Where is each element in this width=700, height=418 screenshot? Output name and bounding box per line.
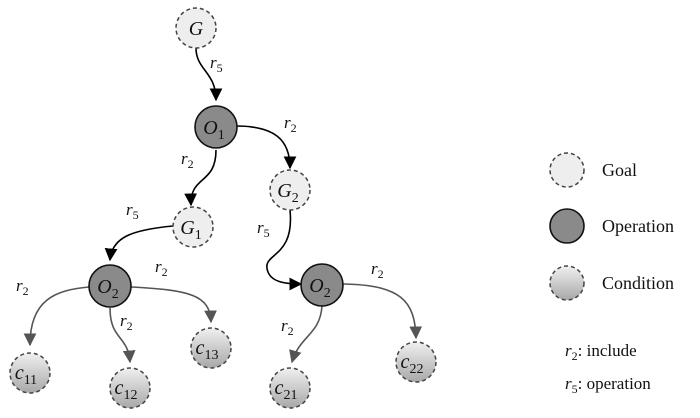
svg-text:G1: G1 (180, 217, 201, 243)
edge-label-o1-g2: r2 (284, 113, 297, 135)
node-c22: c22 (395, 341, 437, 383)
edge-label-g2-o2b: r5 (257, 218, 270, 240)
edge-label-o2a-c13: r2 (155, 257, 168, 279)
edge-label-o1-g1: r2 (181, 149, 194, 171)
legend: Goal Operation Condition r2: include r5:… (549, 152, 674, 396)
edge-label-o2b-c22: r2 (371, 259, 384, 281)
edge-o1-g2 (235, 125, 297, 170)
node-o2-right: O2 (300, 263, 344, 307)
edge-label-o2a-c11: r2 (16, 276, 29, 298)
nodes: G G1 G2 O1 O2 O2 c11 c12 (9, 7, 437, 409)
legend-operation-label: Operation (602, 216, 674, 236)
edge-g1-o2a (104, 225, 174, 262)
legend-condition: Condition (549, 265, 674, 301)
svg-text:O2: O2 (309, 275, 330, 301)
svg-text:O2: O2 (97, 276, 118, 302)
legend-r2-note: r2: include (565, 341, 637, 363)
svg-text:c12: c12 (115, 377, 138, 403)
edge-o2a-c11 (23, 286, 90, 347)
edge-o2a-c13 (130, 286, 217, 324)
node-o1: O1 (194, 105, 238, 149)
node-g1: G1 (172, 206, 214, 248)
legend-condition-swatch (549, 265, 585, 301)
edge-g2-o2b (266, 209, 303, 291)
svg-text:c21: c21 (275, 377, 298, 403)
svg-text:c22: c22 (401, 351, 424, 377)
legend-operation-swatch (549, 208, 585, 244)
node-c11: c11 (9, 352, 51, 394)
legend-goal-swatch (549, 152, 585, 188)
node-o2-left: O2 (88, 264, 132, 308)
svg-text:c13: c13 (196, 337, 219, 363)
edge-o2a-c12 (109, 307, 136, 364)
svg-text:O1: O1 (203, 117, 224, 143)
node-c12: c12 (109, 367, 151, 409)
edge-o1-g1 (184, 149, 217, 207)
svg-text:G2: G2 (277, 180, 298, 206)
node-g: G (175, 7, 217, 49)
legend-operation: Operation (549, 208, 674, 244)
legend-goal-label: Goal (602, 160, 637, 180)
legend-condition-label: Condition (602, 273, 674, 293)
legend-goal: Goal (549, 152, 637, 188)
edge-labels: r5 r2 r2 r5 r5 r2 r2 r2 r2 r2 (16, 53, 384, 338)
edge-label-g-o1: r5 (210, 53, 223, 75)
node-g2: G2 (269, 169, 311, 211)
svg-text:c11: c11 (15, 362, 37, 388)
edge-o2b-c21 (289, 305, 323, 364)
edge-o2b-c22 (342, 283, 423, 340)
edge-label-g1-o2a: r5 (126, 200, 139, 222)
svg-text:G: G (189, 18, 204, 40)
node-c21: c21 (269, 367, 311, 409)
legend-r5-note: r5: operation (565, 374, 651, 396)
edges (23, 47, 423, 364)
edge-label-o2b-c21: r2 (281, 316, 294, 338)
edge-label-o2a-c12: r2 (120, 311, 133, 333)
node-c13: c13 (190, 327, 232, 369)
edge-g-o1 (195, 47, 223, 102)
